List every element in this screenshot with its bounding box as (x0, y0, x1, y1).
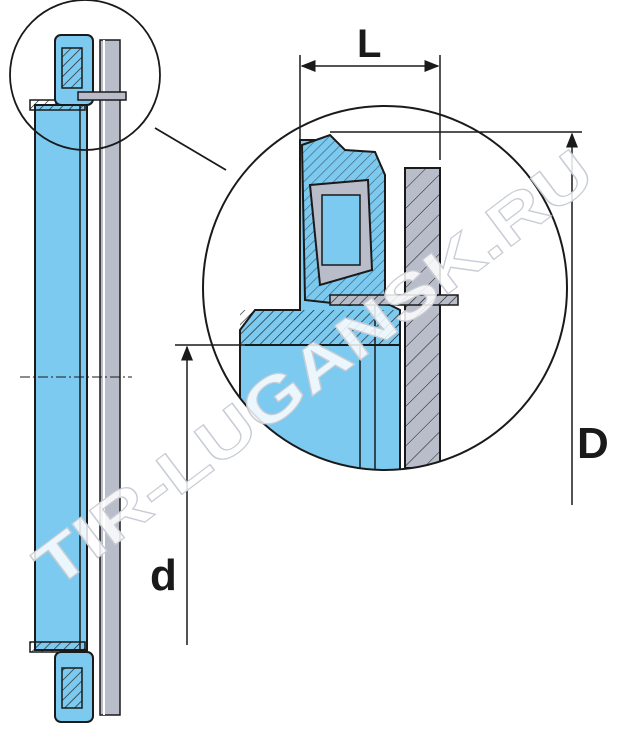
detail-view (202, 105, 568, 471)
dimension-D-label: D (577, 419, 609, 468)
overview-section (9, 0, 227, 723)
dimension-d: d (150, 344, 245, 645)
dimension-d-label: d (150, 551, 177, 600)
dimension-D: D (330, 131, 609, 505)
detail-callout-circle (9, 0, 161, 151)
callout-leader (154, 127, 227, 171)
dimension-L: L (299, 22, 441, 160)
dimension-L-label: L (357, 22, 381, 66)
